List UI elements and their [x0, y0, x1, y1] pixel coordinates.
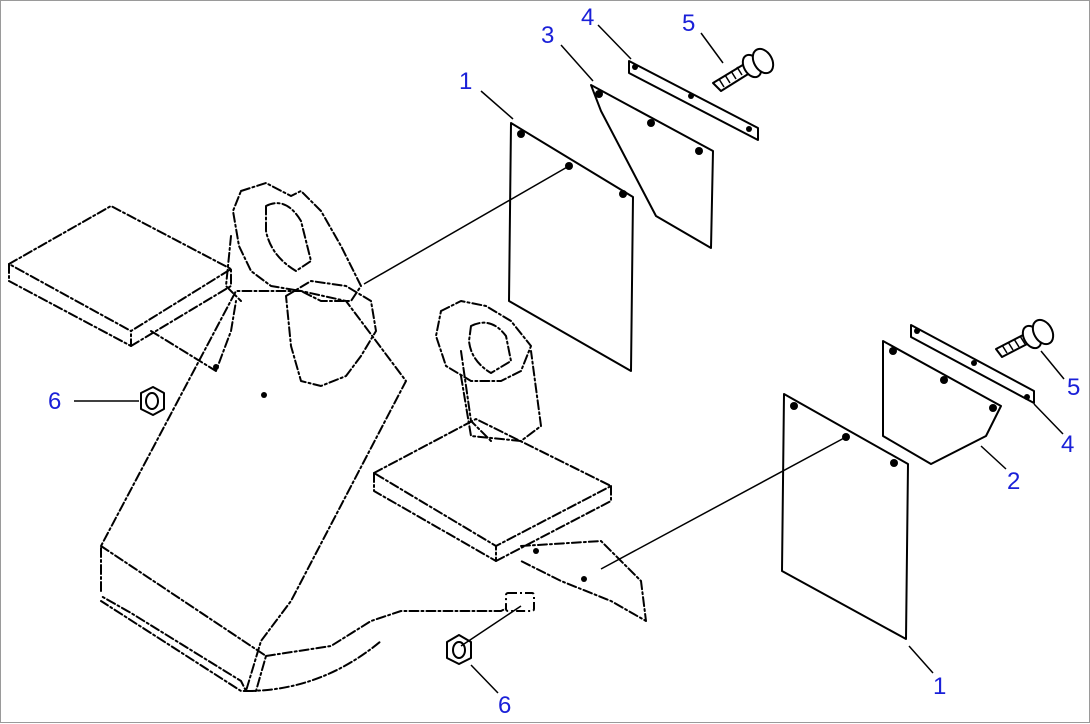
frame-main-body: [100, 290, 407, 692]
assembly-lines: [363, 165, 847, 647]
bolt-lower: [995, 318, 1055, 358]
right-lever-hand: [435, 300, 532, 382]
bar-upper: [628, 60, 759, 141]
flap-upper: [508, 122, 634, 372]
left-upright: [225, 235, 242, 302]
bar-lower: [910, 324, 1035, 404]
callout-5-lower: 5: [1067, 374, 1080, 401]
left-step-bracket: [150, 300, 237, 372]
callout-6-bottom: 6: [498, 692, 511, 719]
nut-bottom: [446, 634, 472, 665]
callout-3: 3: [541, 22, 554, 49]
mount-block: [505, 592, 535, 612]
frame-holes: [213, 364, 587, 582]
callout-2: 2: [1007, 468, 1020, 495]
right-lever-finger: [468, 321, 512, 374]
callout-labels: 1 1 2 3 4 4 5 5 6 6: [48, 4, 1080, 719]
nut-left: [140, 386, 165, 416]
frame-front-face: [100, 545, 267, 692]
right-bracket-inner: [460, 350, 542, 442]
callout-4-upper: 4: [581, 4, 594, 31]
plate-lower: [882, 340, 1002, 465]
right-step-plate: [373, 418, 612, 562]
bolt-upper: [712, 47, 775, 92]
frame-skirt: [265, 600, 522, 657]
frame-bottom-curve: [245, 640, 382, 692]
left-lever-finger: [265, 202, 312, 272]
right-upright: [460, 350, 492, 442]
triangle-plate-upper: [590, 84, 714, 249]
callout-1-upper: 1: [459, 68, 472, 95]
callout-1-lower: 1: [933, 673, 946, 700]
center-lever-hand: [285, 280, 377, 387]
callout-6-left: 6: [48, 388, 61, 415]
callout-4-lower: 4: [1061, 431, 1074, 458]
left-lever-hand: [232, 182, 362, 302]
callout-5-upper: 5: [682, 10, 695, 37]
leader-lines: [74, 24, 1065, 694]
lever-hands: [232, 182, 532, 387]
right-side-bracket: [520, 540, 647, 622]
left-step-plate: [8, 205, 232, 347]
